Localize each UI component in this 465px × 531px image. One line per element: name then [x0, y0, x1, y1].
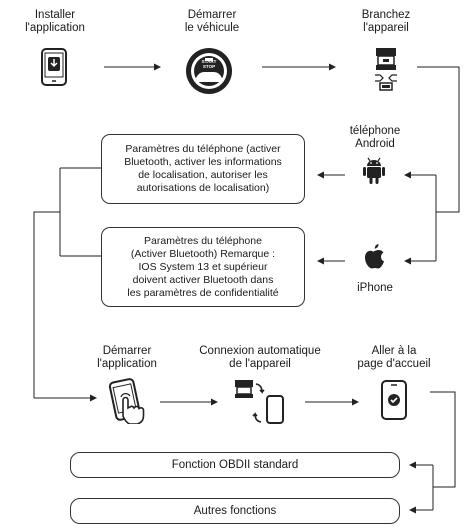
install-app-label: Installer l'application	[25, 9, 85, 34]
obd-standard-box[interactable]: Fonction OBDII standard	[70, 452, 400, 478]
hand-tap-phone-icon	[108, 378, 145, 424]
iphone-settings-box: Paramètres du téléphone (Activer Bluetoo…	[101, 227, 305, 307]
android-phone-label: téléphone Android	[349, 125, 401, 150]
android-icon	[363, 157, 385, 184]
phone-check-icon	[381, 380, 407, 420]
iphone-settings-text: Paramètres du téléphone (Activer Bluetoo…	[127, 234, 279, 299]
start-stop-car-icon	[186, 48, 232, 94]
other-functions-box[interactable]: Autres fonctions	[70, 498, 400, 524]
apple-icon	[365, 244, 385, 269]
android-settings-text: Paramètres du téléphone (activer Bluetoo…	[124, 143, 282, 194]
other-functions-label: Autres fonctions	[193, 504, 277, 517]
plug-device-label: Branchez l'appareil	[361, 9, 411, 34]
device-phone-sync-icon	[235, 380, 284, 424]
obd-plug-icon	[375, 48, 397, 91]
launch-app-label: Démarrer l'application	[97, 345, 157, 370]
android-settings-box: Paramètres du téléphone (activer Bluetoo…	[101, 134, 305, 204]
home-page-label: Aller à la page d'accueil	[357, 345, 431, 370]
auto-connect-label: Connexion automatique de l'appareil	[199, 345, 321, 370]
iphone-label: iPhone	[357, 282, 393, 294]
start-stop-text: START STOP	[201, 59, 217, 69]
start-vehicle-label: Démarrer le véhicule	[184, 9, 240, 34]
phone-download-icon	[41, 48, 67, 86]
obd-standard-label: Fonction OBDII standard	[171, 458, 299, 471]
